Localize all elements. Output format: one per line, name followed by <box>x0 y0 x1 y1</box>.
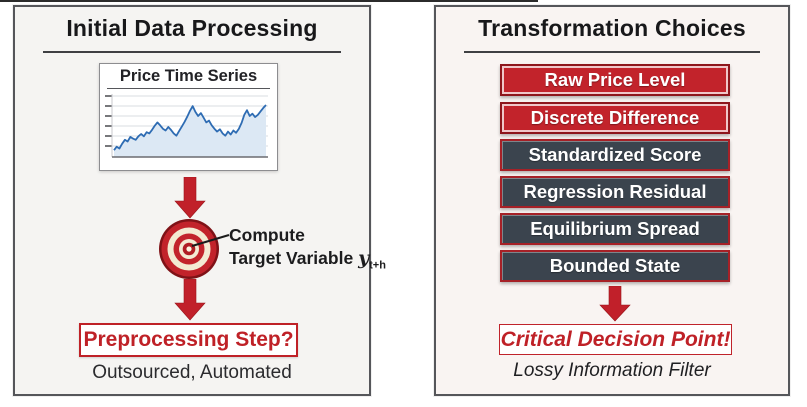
down-arrow-icon <box>599 286 631 322</box>
left-panel-caption: Outsourced, Automated <box>92 362 292 383</box>
right-panel-title: Transformation Choices <box>478 15 746 41</box>
math-subscript: t+h <box>369 259 386 272</box>
left-title-underline <box>43 51 341 53</box>
right-title-underline <box>464 51 760 53</box>
transform-item-label: Equilibrium Spread <box>530 218 700 239</box>
transform-item-regression-residual: Regression Residual <box>500 176 730 208</box>
compute-target-annotation: Compute Target Variable yt+h <box>229 224 386 278</box>
transform-item-discrete-difference: Discrete Difference <box>500 102 730 134</box>
transform-item-label: Raw Price Level <box>544 69 686 90</box>
top-edge-artifact <box>0 0 538 2</box>
critical-decision-box: Critical Decision Point! <box>499 324 732 355</box>
bullseye-target-icon <box>159 219 230 279</box>
transform-item-label: Standardized Score <box>528 144 702 165</box>
price-time-series-card: Price Time Series <box>99 63 278 171</box>
down-arrow-icon <box>174 177 206 219</box>
transform-item-standardized-score: Standardized Score <box>500 139 730 171</box>
transform-item-equilibrium-spread: Equilibrium Spread <box>500 213 730 245</box>
math-symbol-y: y <box>358 247 370 269</box>
preprocessing-question-box: Preprocessing Step? <box>79 323 298 357</box>
price-chart-plot <box>105 94 268 158</box>
transform-item-bounded-state: Bounded State <box>500 250 730 282</box>
price-chart-divider <box>107 88 270 89</box>
down-arrow-icon <box>174 279 206 321</box>
target-variable-label: Target Variable yt+h <box>229 247 386 272</box>
left-panel-title: Initial Data Processing <box>66 15 318 41</box>
transform-item-label: Bounded State <box>549 255 681 276</box>
transform-item-label: Discrete Difference <box>530 107 700 128</box>
critical-decision-label: Critical Decision Point! <box>500 327 731 351</box>
preprocessing-question-label: Preprocessing Step? <box>83 328 294 351</box>
connector-line <box>191 234 230 247</box>
transformation-choices-panel: Transformation Choices Raw Price Level D… <box>434 5 790 396</box>
initial-data-processing-panel: Initial Data Processing Price Time Serie… <box>13 5 386 396</box>
transform-item-raw-price-level: Raw Price Level <box>500 64 730 96</box>
transform-item-label: Regression Residual <box>523 181 707 202</box>
compute-label: Compute <box>229 225 305 245</box>
price-chart-title: Price Time Series <box>119 67 258 85</box>
right-panel-caption: Lossy Information Filter <box>513 360 711 381</box>
